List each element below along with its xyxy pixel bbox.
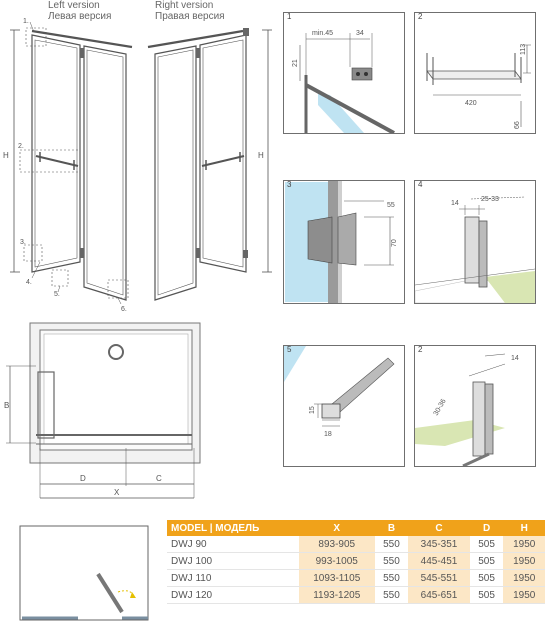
cell-b: 550 (374, 569, 409, 587)
cell-b: 550 (374, 586, 409, 604)
detail-1-number: 1 (287, 12, 292, 21)
detail-1-dim-34: 34 (356, 30, 364, 37)
right-h-label: H (258, 151, 264, 160)
right-version-label: Right version Правая версия (155, 0, 225, 22)
marker-1-label: 1. (23, 18, 29, 25)
detail-2-dim-420: 420 (465, 100, 477, 107)
right-version-elevation (147, 28, 272, 301)
detail-2-dim-113: 113 (520, 44, 527, 55)
detail-5-number: 5 (287, 345, 292, 354)
marker-4-label: 4. (26, 279, 32, 286)
detail-4-dim-14: 14 (451, 200, 459, 207)
cell-x: 893-905 (298, 536, 375, 553)
left-h-label: H (3, 151, 9, 160)
left-version-elevation (10, 21, 133, 305)
marker-6-label: 6. (121, 306, 127, 313)
detail-2-number: 2 (418, 12, 423, 21)
detail-4-number: 4 (418, 180, 423, 189)
col-c: C (408, 520, 470, 536)
detail-2-drawing: 113 420 66 (426, 44, 531, 129)
detail-1-dim-21: 21 (292, 59, 299, 67)
cell-b: 550 (374, 536, 409, 553)
right-version-ru: Правая версия (155, 11, 225, 22)
cell-b: 550 (374, 552, 409, 570)
detail-2b-number: 2 (418, 345, 423, 354)
spec-table-header-row: MODEL | МОДЕЛЬ X B C D H (167, 520, 545, 536)
cell-d: 505 (469, 536, 504, 553)
cell-x: 1093-1105 (298, 569, 375, 587)
detail-3-number: 3 (287, 180, 292, 189)
cell-c: 345-351 (408, 536, 470, 553)
plan-d-label: D (80, 474, 86, 483)
col-model: MODEL | МОДЕЛЬ (167, 520, 299, 536)
detail-1: 1 min.45 34 21 (283, 12, 405, 135)
left-version-en: Left version (48, 0, 100, 11)
cell-x: 1193-1205 (298, 586, 375, 604)
cell-c: 545-551 (408, 569, 470, 587)
plan-view: B D C X (4, 322, 201, 499)
cell-d: 505 (469, 569, 504, 587)
plan-c-label: C (156, 474, 162, 483)
detail-2b: 2 14 30-36 (414, 345, 536, 468)
detail-2-dim-66: 66 (514, 121, 521, 129)
detail-3-dim-55: 55 (387, 202, 395, 209)
cell-model: DWJ 110 (167, 569, 299, 587)
detail-5-drawing: 15 18 (284, 346, 395, 438)
table-row: DWJ 120 1193-1205 550 645-651 505 1950 (167, 586, 545, 604)
left-version-label: Left version Левая версия (48, 0, 111, 22)
table-row: DWJ 90 893-905 550 345-351 505 1950 (167, 536, 545, 553)
detail-4: 4 14 25-33 (414, 180, 536, 304)
cell-x: 993-1005 (298, 552, 375, 570)
cell-d: 505 (469, 552, 504, 570)
plan-x-label: X (114, 488, 120, 497)
cell-c: 645-651 (408, 586, 470, 604)
cell-model: DWJ 120 (167, 586, 299, 604)
cell-h: 1950 (503, 586, 545, 604)
detail-2b-drawing: 14 30-36 (415, 353, 519, 468)
right-version-en: Right version (155, 0, 214, 11)
door-swing-view (19, 525, 149, 621)
detail-2b-dim-30-36: 30-36 (433, 398, 448, 417)
marker-2-label: 2. (18, 143, 24, 150)
detail-5-dim-15: 15 (309, 406, 316, 414)
marker-3-label: 3. (20, 239, 26, 246)
cell-model: DWJ 90 (167, 536, 299, 553)
detail-1-drawing: min.45 34 21 (292, 30, 395, 135)
col-d: D (469, 520, 504, 536)
marker-5-label: 5. (54, 291, 60, 298)
detail-4-drawing: 14 25-33 (414, 196, 536, 304)
detail-2: 2 113 420 66 (414, 12, 536, 134)
col-b: B (374, 520, 409, 536)
cell-h: 1950 (503, 552, 545, 570)
detail-4-dim-25-33: 25-33 (481, 196, 499, 203)
cell-model: DWJ 100 (167, 552, 299, 570)
plan-b-label: B (4, 401, 9, 410)
detail-3: 3 55 70 (283, 180, 405, 304)
detail-3-dim-70: 70 (391, 239, 398, 247)
cell-h: 1950 (503, 569, 545, 587)
door-elevations: H 1. 2. 3. 4. 5. 6. H (3, 18, 272, 313)
cell-c: 445-451 (408, 552, 470, 570)
detail-2b-dim-14: 14 (511, 355, 519, 362)
left-version-ru: Левая версия (48, 11, 112, 22)
detail-5: 5 15 18 (283, 345, 405, 467)
detail-3-drawing: 55 70 (285, 181, 398, 303)
col-h: H (503, 520, 545, 536)
table-row: DWJ 100 993-1005 550 445-451 505 1950 (167, 552, 545, 570)
table-row: DWJ 110 1093-1105 550 545-551 505 1950 (167, 569, 545, 587)
col-x: X (298, 520, 375, 536)
detail-5-dim-18: 18 (324, 431, 332, 438)
spec-table: MODEL | МОДЕЛЬ X B C D H DWJ 90 893-905 … (167, 520, 545, 604)
cell-h: 1950 (503, 536, 545, 553)
cell-d: 505 (469, 586, 504, 604)
detail-1-dim-min45: min.45 (312, 30, 333, 37)
